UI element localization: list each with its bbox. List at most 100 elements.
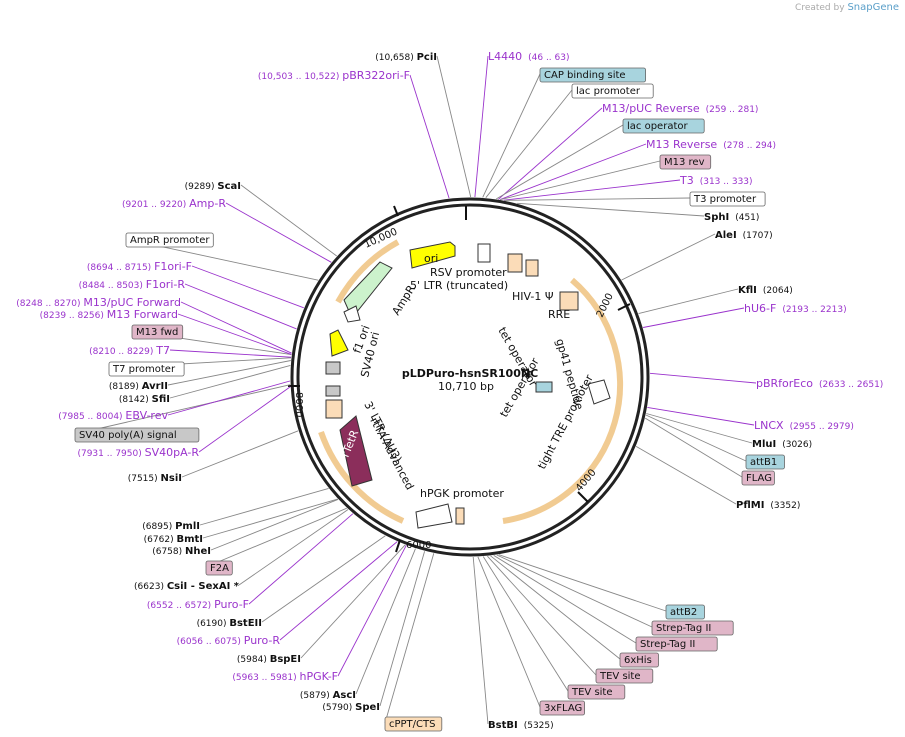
map-label-51: (8239 .. 8256) M13 Forward [40, 308, 292, 355]
label-text: (7985 .. 8004) EBV-rev [58, 409, 168, 422]
ltr5-box-b [525, 259, 539, 277]
feature-box [539, 700, 585, 716]
hpgk-promoter-label: hPGK promoter [420, 487, 504, 500]
leader-line [167, 380, 291, 416]
label-text: (6623) CsiI - SexAI * [134, 581, 240, 592]
backbone [290, 197, 650, 557]
map-label-38: F2A [205, 507, 347, 576]
leader-line [238, 509, 349, 586]
feature-box-text: Strep-Tag II [656, 623, 711, 634]
inner-features: ori [325, 241, 611, 529]
rsv-promoter-box [477, 243, 491, 263]
hpgk-promoter-arrow [415, 503, 453, 529]
leader-line [638, 288, 739, 315]
ltr5-box-a [507, 253, 523, 273]
map-label-57: (9289) ScaI [185, 181, 337, 257]
tick-6000: 6000 [406, 540, 431, 551]
map-label-35: (6190) BstEII [197, 535, 386, 629]
feature-box-text: T3 promoter [693, 194, 757, 205]
feature-box [539, 67, 646, 83]
map-label-9: T3(313 .. 333) [503, 174, 753, 201]
cppt-box [455, 507, 465, 525]
map-label-23: Strep-Tag II [493, 555, 718, 652]
map-label-29: cPPT/CTS [384, 553, 443, 732]
leader-line [645, 414, 747, 462]
leader-line [646, 413, 753, 444]
label-text: L4440(46 .. 63) [488, 50, 570, 63]
label-text: (8142) SfiI [119, 394, 170, 405]
feature-box [622, 118, 705, 134]
map-label-39: (6758) NheI [152, 498, 339, 557]
map-label-18: attB1 [645, 414, 785, 470]
leader-line [490, 555, 621, 660]
leader-line [485, 89, 573, 198]
feature-box [665, 604, 705, 620]
leader-line [649, 372, 757, 384]
map-label-11: SphI(451) [517, 202, 759, 223]
label-text: M13/pUC Reverse(259 .. 281) [602, 102, 758, 115]
feature-box [619, 652, 659, 668]
rre-label: RRE [548, 308, 570, 321]
feature-box [131, 324, 184, 340]
leader-line [240, 184, 337, 257]
feature-box-text: TEV site [599, 671, 641, 682]
feature-box-text: TEV site [571, 687, 613, 698]
feature-box [635, 636, 718, 652]
map-label-8: M13 rev [500, 154, 712, 201]
feature-box-text: attB1 [750, 457, 777, 468]
leader-line [355, 548, 416, 695]
label-text: (8484 .. 8503) F1ori-R [79, 278, 186, 291]
feature-box [108, 361, 185, 377]
orange-arc-top-left [335, 239, 400, 304]
leader-line [210, 498, 339, 551]
map-label-41: (6895) PmlI [142, 487, 329, 532]
ltr3-box [325, 399, 343, 419]
leader-line [482, 556, 569, 692]
leader-line [436, 55, 472, 198]
map-label-34: (6056 .. 6075) Puro-R [177, 541, 398, 647]
outer-labels: (10,658) PciI L4440(46 .. 63) (10,503 .. 1… [16, 50, 883, 732]
backbone-outer-circle [290, 197, 650, 557]
ampr-label: AmpR [390, 283, 419, 318]
map-label-48: T7 promoter [108, 357, 292, 377]
leader-line [409, 74, 450, 199]
created-by-text: Created by [795, 3, 845, 13]
label-text: (8210 .. 8229) T7 [89, 344, 170, 357]
feature-box-text: FLAG [746, 473, 772, 484]
label-text: pBRforEco(2633 .. 2651) [756, 377, 883, 390]
plasmid-name: pLDPuro-hsnSR100NC [402, 367, 538, 380]
label-text: LNCX(2955 .. 2979) [754, 419, 854, 432]
map-label-28: BstBI(5325) [472, 556, 554, 731]
leader-line [477, 556, 541, 708]
label-text: (6552 .. 6572) Puro-F [147, 598, 249, 611]
tick-mark-2000 [617, 303, 631, 311]
label-text: (10,658) PciI [375, 52, 437, 63]
leader-line [279, 541, 398, 641]
leader-line [503, 179, 681, 201]
leader-line [487, 555, 597, 676]
feature-box-text: lac promoter [576, 86, 641, 97]
leader-line [300, 544, 406, 659]
feature-box-text: attB2 [670, 607, 697, 618]
leader-line [167, 360, 291, 386]
label-text: KflI(2064) [738, 285, 793, 296]
map-label-47: (8189) AvrII [109, 360, 291, 392]
leader-line [198, 386, 291, 453]
map-label-22: Strep-Tag II [496, 554, 734, 636]
leader-line [248, 513, 354, 605]
map-label-50: M13 fwd [131, 324, 292, 356]
leader-line [169, 349, 292, 358]
map-label-21: attB2 [498, 554, 705, 620]
feature-box [567, 684, 626, 700]
feature-box [571, 83, 654, 99]
rtetr-arrow [339, 415, 373, 487]
map-label-40: (6762) BmtI [144, 498, 338, 545]
leader-line [169, 364, 291, 399]
feature-box-text: 6xHis [624, 655, 652, 666]
label-text: (10,503 .. 10,522) pBR322ori-F [258, 69, 410, 82]
label-text: SphI(451) [704, 212, 759, 223]
sv40-ori-box [325, 361, 341, 375]
leader-line [180, 301, 292, 354]
feature-box-text: T7 promoter [112, 364, 176, 375]
